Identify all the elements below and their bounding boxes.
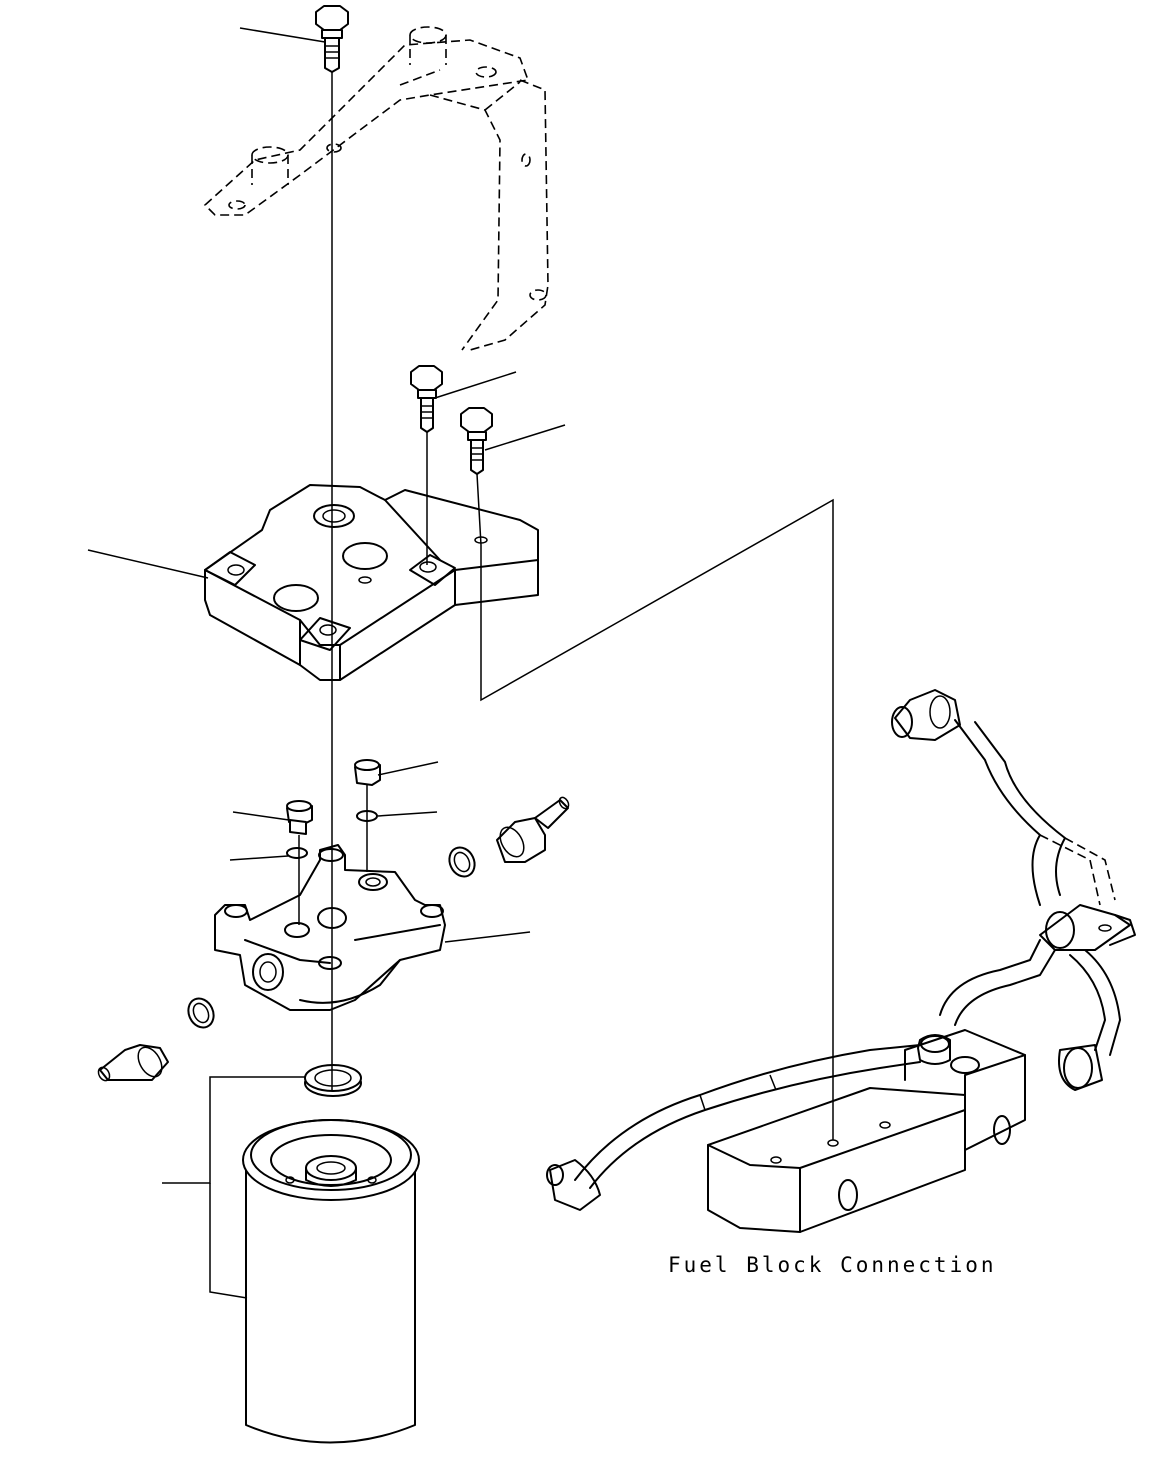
fuel-filter-canister	[242, 1119, 420, 1444]
filter-head	[214, 844, 446, 1011]
fuel-block	[707, 1029, 1026, 1233]
fuel-block-connection-label: Fuel Block Connection	[668, 1253, 997, 1277]
plugs-and-seals	[187, 759, 476, 1029]
filter-gasket	[304, 1064, 362, 1097]
sensor-fitting-left	[97, 1044, 169, 1082]
mounting-plate	[204, 484, 539, 681]
sensor-fitting-right	[496, 796, 570, 863]
top-bolt	[315, 5, 349, 73]
assembly-centerlines	[298, 72, 834, 1140]
fuel-hoses	[546, 689, 1136, 1211]
mounting-bracket	[203, 26, 549, 351]
callout-leaders	[87, 27, 566, 1299]
bolt-pair	[410, 365, 493, 475]
